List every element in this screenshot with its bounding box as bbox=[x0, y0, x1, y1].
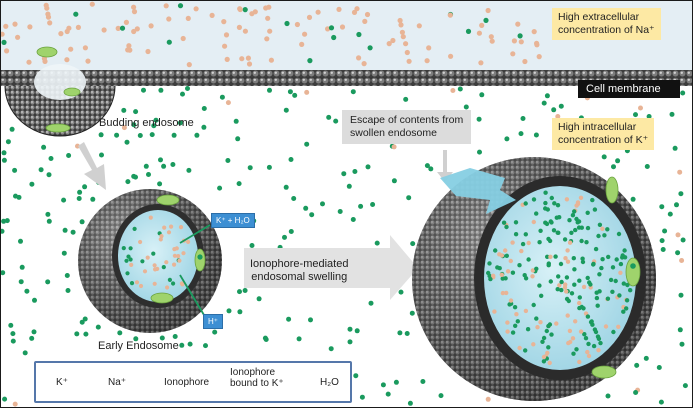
swelling-label: Ionophore-mediated endosomal swelling bbox=[250, 258, 349, 283]
budding-endosome-label: Budding endosome bbox=[99, 117, 194, 129]
cell-membrane-label: Cell membrane bbox=[578, 80, 680, 98]
legend-k-label: K⁺ bbox=[56, 377, 68, 388]
early-endosome-label: Early Endosome bbox=[98, 340, 179, 352]
legend-ionophore-label: Ionophore bbox=[164, 377, 210, 388]
h-tag: H⁺ bbox=[203, 314, 223, 329]
early-endosome-shape bbox=[78, 189, 222, 333]
legend: K⁺ Na⁺ Ionophore Ionophore bound to K⁺ H… bbox=[34, 361, 352, 403]
swelling-arrow bbox=[244, 235, 418, 300]
budding-endosome-shape bbox=[4, 46, 116, 137]
legend-na-label: Na⁺ bbox=[108, 377, 127, 388]
escape-label: Escape of contents from swollen endosome bbox=[342, 110, 472, 144]
extracellular-label: High extracellular concentration of Na⁺ bbox=[552, 8, 661, 40]
legend-h2o-label: H₂O bbox=[320, 377, 339, 388]
bud-to-early-arrow bbox=[78, 142, 106, 190]
k-h2o-tag: K⁺ + H₂O bbox=[211, 213, 255, 228]
legend-bound-label: Ionophore bound to K⁺ bbox=[230, 367, 284, 389]
intracellular-label: High intracellular concentration of K⁺ bbox=[552, 118, 655, 150]
swollen-endosome-shape bbox=[412, 157, 656, 401]
extracellular-ions bbox=[0, 1, 542, 68]
